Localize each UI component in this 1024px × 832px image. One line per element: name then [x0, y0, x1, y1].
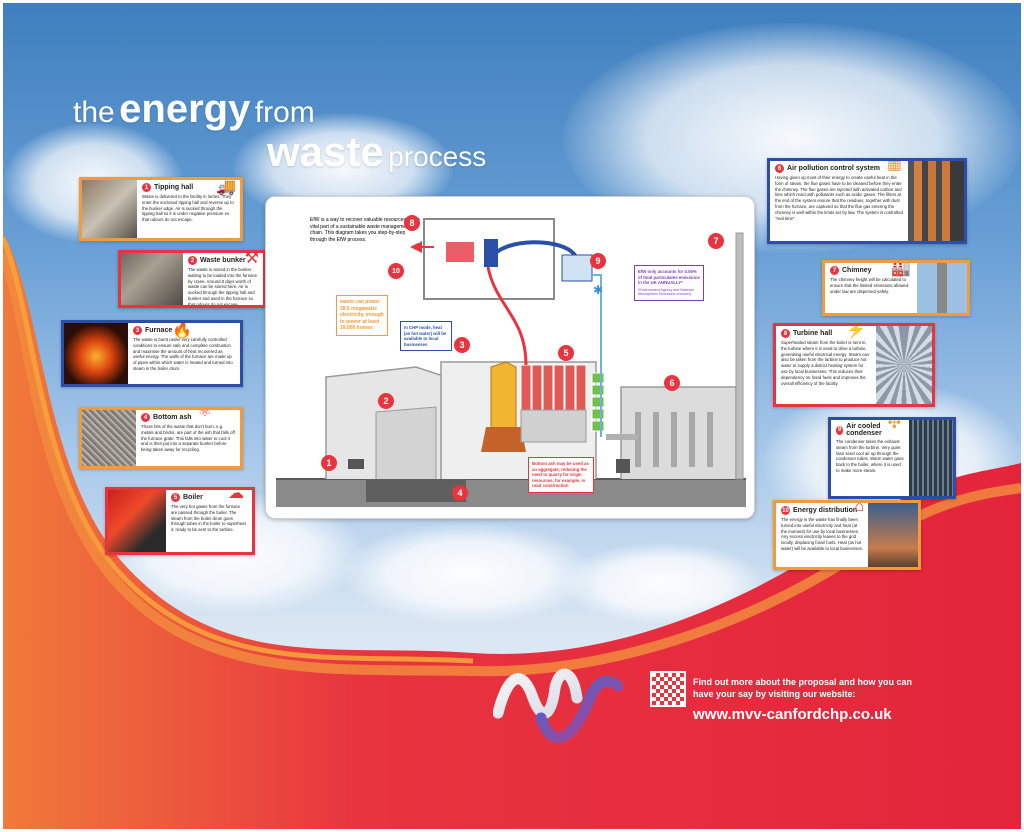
card-heading: Energy distribution — [793, 507, 858, 514]
card-body: The energy in the waste has finally been… — [781, 517, 863, 551]
title-from: from — [254, 96, 315, 129]
card-heading: Furnace — [145, 327, 173, 334]
card-body: Superheated steam from the boiler is sen… — [781, 340, 870, 386]
card-body: The condenser takes the exhaust steam fr… — [836, 439, 904, 473]
steam-icon: ☁ — [228, 487, 244, 502]
bottom-ash-photo — [82, 410, 136, 466]
tipping-hall-photo — [82, 180, 137, 238]
air-pollution-photo — [908, 161, 964, 241]
card-number: 8 — [781, 329, 790, 338]
boiler-photo — [108, 490, 166, 552]
fan-icon: ✣ — [887, 417, 901, 432]
title-waste: waste — [267, 128, 384, 175]
step-marker-8: 8 — [404, 215, 420, 231]
card-body: The waste is burnt under very carefully … — [133, 337, 233, 371]
card-heading: Turbine hall — [793, 330, 833, 337]
process-diagram: ✱ EfW is a way to recover valuable resou… — [265, 196, 755, 519]
card-heading: Chimney — [842, 267, 872, 274]
card-number: 10 — [781, 506, 790, 515]
card-body: Having given up most of their energy to … — [775, 175, 903, 221]
furnace-photo — [64, 323, 128, 384]
emissions-callout: EfW only accounts for 0.05% of total par… — [634, 265, 704, 302]
card-number: 6 — [775, 164, 784, 173]
filter-icon: ▦ — [886, 158, 902, 173]
website-link[interactable]: www.mvv-canfordchp.co.uk — [693, 706, 892, 723]
step-marker-10: 10 — [388, 263, 404, 279]
card-heading: Boiler — [183, 494, 203, 501]
step-marker-6: 6 — [664, 375, 680, 391]
card-body: The waste is stored in the bunker waitin… — [188, 267, 258, 307]
card-body: The very hot gases from the furnace are … — [171, 504, 246, 533]
card-number: 9 — [836, 425, 844, 435]
card-heading: Bottom ash — [153, 414, 192, 421]
card-number: 3 — [133, 326, 142, 335]
bottom-ash-callout: Bottom ash may be used as an aggregate, … — [528, 457, 594, 493]
molecule-icon: ⚛ — [197, 407, 212, 420]
card-body: The chimney height will be calculated to… — [830, 277, 909, 294]
waste-bunker-photo — [121, 253, 183, 305]
step-marker-7: 7 — [708, 233, 724, 249]
card-number: 1 — [142, 183, 151, 192]
chimney-photo — [917, 263, 967, 313]
truck-icon: 🚚 — [216, 179, 236, 196]
pylon-icon: ⌂ — [854, 500, 864, 515]
mvv-logo — [493, 668, 623, 744]
chp-callout: In CHP mode, heat (as hot water) will be… — [400, 321, 452, 352]
lightning-icon: ⚡ — [846, 323, 866, 339]
card-heading: Air cooled condenser — [846, 423, 882, 437]
step-marker-1: 1 — [321, 455, 337, 471]
crane-claw-icon: ⚒ — [244, 250, 259, 267]
card-number: 2 — [188, 256, 197, 265]
step-marker-4: 4 — [452, 485, 468, 501]
card-body: Those bits of the waste that don't burn,… — [141, 424, 235, 453]
page-title-line2: waste process — [267, 131, 486, 173]
electricity-callout: waste can power 28.5 megawatts electrici… — [336, 295, 388, 336]
title-process: process — [388, 141, 487, 172]
card-number: 7 — [830, 266, 839, 275]
chimney-icon: 🏭 — [891, 260, 911, 277]
cloud — [343, 523, 593, 623]
card-heading: Tipping hall — [154, 184, 194, 191]
emissions-footnote: *Environment Agency and National Atmosph… — [638, 287, 694, 297]
step-marker-5: 5 — [558, 345, 574, 361]
emissions-callout-text: EfW only accounts for 0.05% of total par… — [638, 269, 700, 286]
intro-text: EfW is a way to recover valuable resourc… — [310, 217, 420, 243]
condenser-photo — [909, 420, 953, 496]
card-number: 4 — [141, 413, 150, 422]
qr-code[interactable] — [650, 671, 686, 707]
step-marker-3: 3 — [454, 337, 470, 353]
card-heading: Waste bunker — [200, 257, 246, 264]
title-the: the — [73, 96, 115, 129]
card-body: Waste is delivered to the facility in lo… — [142, 194, 234, 223]
cta-text: Find out more about the proposal and how… — [693, 677, 913, 699]
card-number: 5 — [171, 493, 180, 502]
plant-cross-section: ✱ — [276, 218, 746, 507]
pylon-photo — [868, 503, 918, 567]
step-marker-2: 2 — [378, 393, 394, 409]
page-title: the energy from — [73, 89, 315, 129]
step-marker-9: 9 — [590, 253, 606, 269]
title-energy: energy — [119, 87, 251, 131]
flame-icon: 🔥 — [172, 322, 192, 339]
card-heading: Air pollution control system — [787, 165, 880, 172]
turbine-photo — [876, 326, 932, 404]
svg-text:✱: ✱ — [593, 283, 603, 297]
